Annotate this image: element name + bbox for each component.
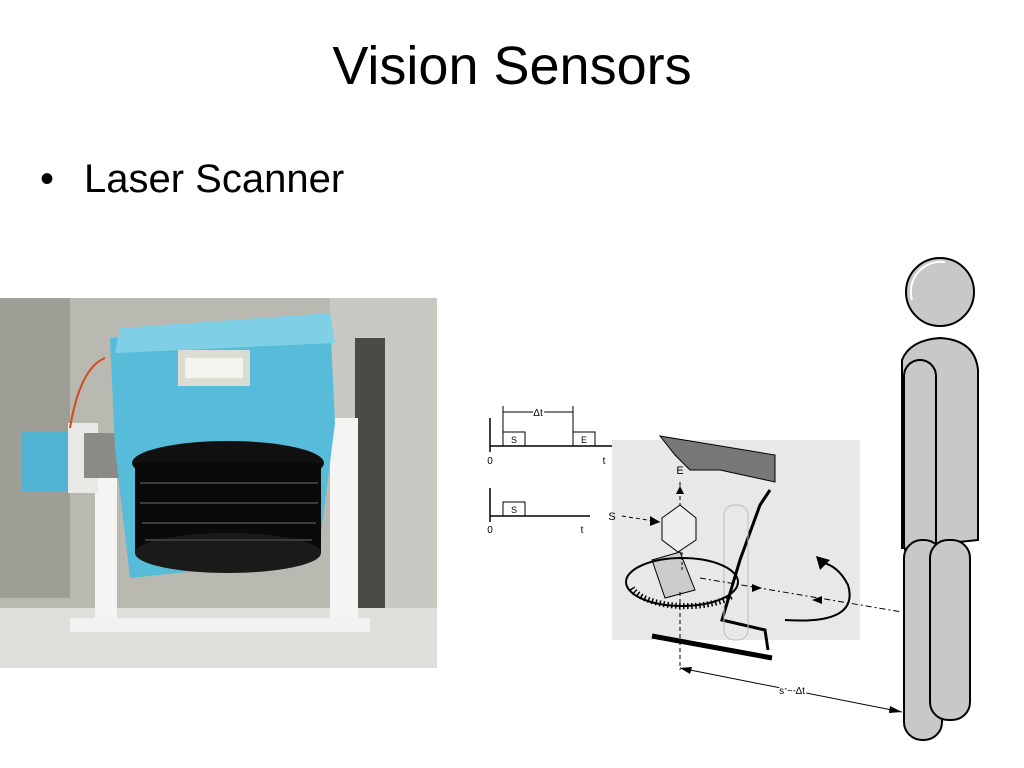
timing-chart-top: S E Δt 0 t bbox=[487, 406, 612, 467]
delta-t-label: Δt bbox=[533, 408, 543, 419]
bullet-dot-icon: • bbox=[40, 157, 55, 201]
scanner-principle-diagram: S E Δt 0 t S 0 t E S s ~ Δt bbox=[487, 257, 979, 741]
housing-top bbox=[658, 435, 776, 483]
emitter-label: E bbox=[676, 465, 683, 477]
pulse-label: S bbox=[511, 505, 517, 515]
rotation-arrow bbox=[784, 561, 851, 622]
bullet-text: Laser Scanner bbox=[84, 157, 345, 201]
origin-label: 0 bbox=[487, 525, 493, 536]
time-axis-label: t bbox=[581, 525, 584, 536]
sender-label: S bbox=[608, 511, 615, 523]
pulse-start-label: S bbox=[511, 435, 517, 445]
distance-label: s ~ Δt bbox=[779, 686, 805, 697]
time-axis-label: t bbox=[603, 456, 606, 467]
front-window bbox=[720, 489, 772, 651]
laser-scanner-photo bbox=[0, 298, 437, 668]
bullet-item: • Laser Scanner bbox=[40, 155, 344, 203]
timing-chart-bottom: S 0 t bbox=[487, 488, 590, 536]
person-figure bbox=[901, 257, 979, 741]
bullet-list: • Laser Scanner bbox=[40, 155, 344, 203]
rotating-mirror bbox=[651, 551, 696, 599]
pulse-end-label: E bbox=[581, 435, 587, 445]
slide-title: Vision Sensors bbox=[332, 36, 692, 96]
base-plate bbox=[651, 633, 773, 661]
origin-label: 0 bbox=[487, 456, 493, 467]
